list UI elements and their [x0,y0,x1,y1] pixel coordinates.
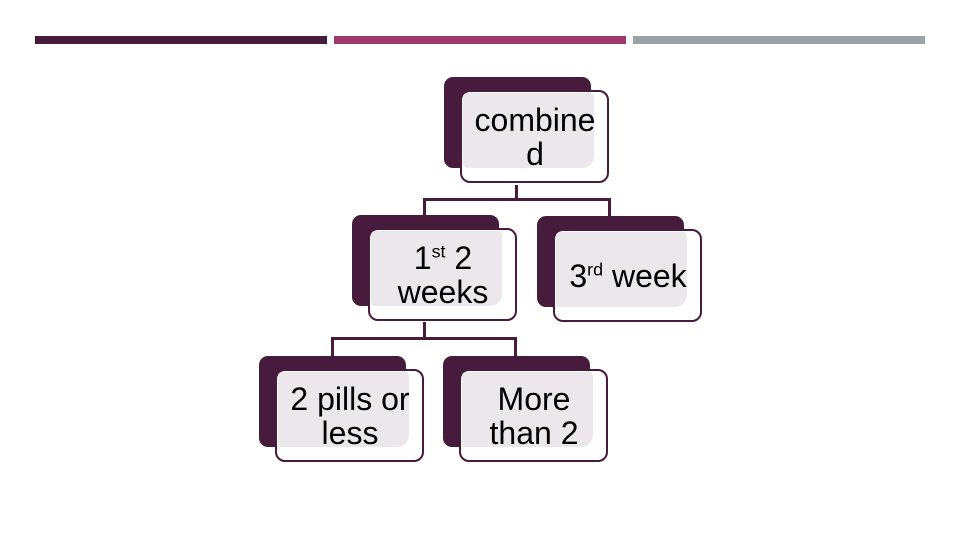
title-accent-bars [35,36,925,44]
ordinal-suffix: rd [587,259,604,280]
node-first-2-weeks-text-line2: weeks [397,274,489,310]
node-first-2-weeks-label: 1st 2 weeks [368,228,518,322]
node-third-week: 3rd week [537,216,704,323]
line-rest: week [603,258,687,294]
node-combined-fill [463,93,594,168]
connector-level3-horizontal [331,337,517,340]
node-more-than-2: More than 2 [443,356,610,463]
node-third-week-label: 3rd week [553,229,703,323]
node-more-than-2-fill [462,372,593,447]
node-combined-label: combine d [460,90,610,184]
accent-bar-rose [334,36,626,44]
node-two-pills-or-less-text-line1: 2 pills or [290,381,410,417]
node-two-pills-or-less-fill [278,372,409,447]
node-more-than-2-label: More than 2 [459,369,609,463]
node-third-week-fill [556,232,687,307]
node-two-pills-or-less-label: 2 pills or less [275,369,425,463]
node-more-than-2-text-line1: More [497,381,571,417]
node-first-2-weeks-fill [371,231,502,306]
connector-combined-stem [515,185,518,201]
accent-bar-dark-plum [35,36,327,44]
connector-drop-more-than-2 [514,337,517,358]
connector-drop-first-2-weeks [423,198,426,217]
accent-bar-gray [633,36,925,44]
connector-drop-third-week [608,198,611,218]
node-combined: combine d [444,77,611,184]
ordinal-number: 3 [569,258,588,294]
connector-level2-horizontal [423,198,611,201]
node-two-pills-or-less: 2 pills or less [259,356,426,463]
node-combined-text-line2: d [526,136,544,172]
ordinal-suffix: st [431,241,446,262]
ordinal-number: 1 [413,240,432,276]
node-first-2-weeks: 1st 2 weeks [352,215,519,322]
connector-drop-two-pills-or-less [331,337,334,358]
connector-first-2-weeks-stem [423,322,426,340]
node-more-than-2-text-line2: than 2 [489,415,579,451]
node-combined-text-line1: combine [474,102,596,138]
line-rest: 2 [445,240,473,276]
node-two-pills-or-less-text-line2: less [321,415,379,451]
